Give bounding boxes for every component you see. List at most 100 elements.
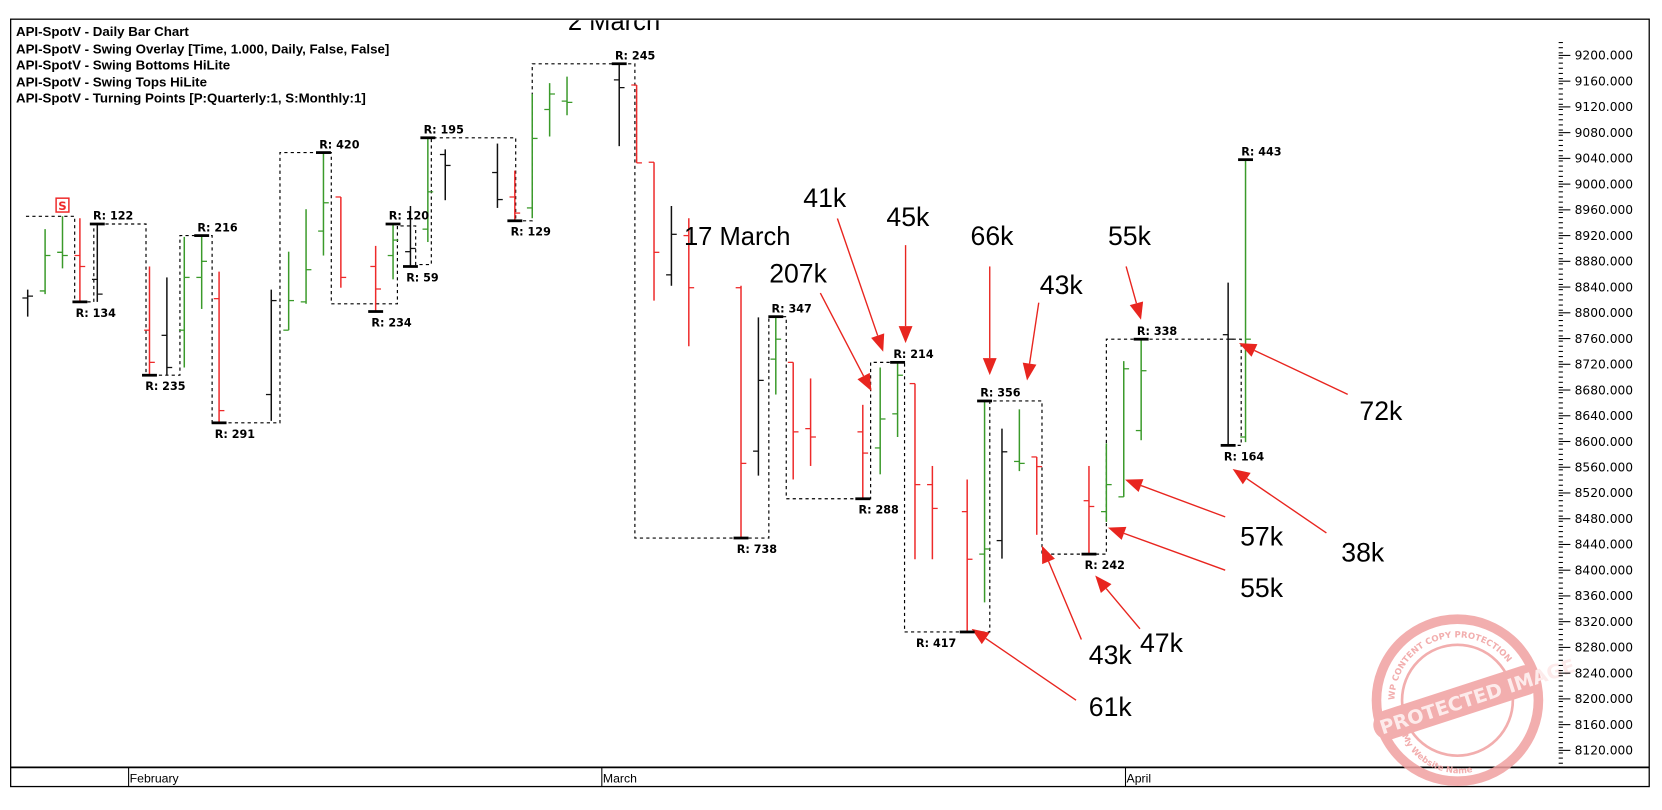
ohlc-bar	[161, 277, 173, 376]
stamp-outer-ring	[1371, 614, 1544, 787]
swing-bottom-label: R: 288	[859, 504, 899, 517]
y-tick-label: 8160.000	[1575, 718, 1633, 732]
x-month-label: February	[130, 771, 180, 785]
swing-top-label: R: 338	[1137, 325, 1177, 338]
ohlc-bar	[753, 317, 764, 476]
volume-annotation: 55k	[1108, 221, 1152, 320]
ohlc-bar	[1222, 282, 1234, 446]
swing-bottom-label: R: 417	[916, 637, 956, 650]
ohlc-bar	[874, 367, 886, 475]
swing-top-label: R: 122	[93, 210, 133, 223]
y-tick-label: 9120.000	[1575, 100, 1633, 114]
arrow-head-icon	[982, 358, 997, 376]
ohlc-bar	[300, 209, 312, 304]
date-note-17-march: 17 March	[684, 223, 791, 251]
ohlc-bar	[683, 218, 695, 347]
ohlc-bar	[961, 479, 973, 632]
y-tick-label: 8520.000	[1575, 486, 1633, 500]
y-tick-label: 9000.000	[1575, 177, 1633, 191]
volume-annotation-label: 41k	[803, 183, 847, 213]
ohlc-bar	[526, 94, 538, 219]
volume-annotation-label: 207k	[769, 258, 827, 288]
y-tick-label: 8120.000	[1575, 744, 1633, 758]
swing-bottom-label: R: 242	[1085, 559, 1125, 572]
y-tick-label: 8960.000	[1575, 203, 1633, 217]
y-tick-label: 9080.000	[1575, 126, 1633, 140]
arrow-shaft	[1105, 588, 1141, 630]
volume-annotation-label: 61k	[1089, 692, 1133, 722]
ohlc-bar	[335, 196, 347, 288]
swing-top-label: R: 347	[772, 302, 812, 315]
arrow-shaft	[1254, 349, 1349, 395]
volume-annotation-label: 43k	[1040, 270, 1084, 300]
arrow-shaft	[1246, 477, 1327, 534]
ohlc-bar	[1014, 409, 1025, 472]
signal-marker-box	[55, 197, 70, 213]
price-axis: 9200.0009160.0009120.0009080.0009040.000…	[1558, 42, 1633, 764]
legend-line: API-SpotV - Turning Points [P:Quarterly:…	[16, 90, 366, 105]
y-tick-label: 8640.000	[1575, 409, 1633, 423]
volume-annotation-label: 47k	[1140, 628, 1184, 658]
signal-marker-label: S	[58, 199, 66, 213]
ohlc-bar	[666, 205, 677, 286]
ohlc-bar	[544, 83, 555, 137]
ohlc-bar	[492, 143, 503, 208]
legend-line: API-SpotV - Swing Bottoms HiLite	[16, 57, 230, 72]
ohlc-bar	[613, 63, 625, 147]
legend-line: API-SpotV - Swing Overlay [Time, 1.000, …	[16, 41, 389, 56]
ohlc-bar	[1083, 465, 1095, 555]
legend-line: API-SpotV - Swing Tops HiLite	[16, 74, 207, 89]
y-tick-label: 8200.000	[1575, 692, 1633, 706]
ohlc-bar	[91, 224, 103, 302]
arrow-shaft	[1125, 266, 1138, 304]
arrow-shaft	[836, 218, 879, 336]
volume-annotation: 43k	[1022, 270, 1084, 381]
chart-legend: API-SpotV - Daily Bar Chart API-SpotV - …	[16, 24, 389, 105]
y-tick-label: 8360.000	[1575, 589, 1633, 603]
swing-bottom-label: R: 164	[1224, 450, 1264, 463]
arrow-head-icon	[1108, 526, 1127, 540]
arrow-head-icon	[1125, 479, 1144, 493]
volume-annotation: 57k	[1125, 479, 1284, 552]
volume-annotation: 72k	[1239, 343, 1403, 426]
y-tick-label: 8760.000	[1575, 332, 1633, 346]
swing-overlay	[25, 63, 1242, 633]
ohlc-bar	[439, 149, 451, 201]
swing-bottom-label: R: 129	[511, 226, 551, 239]
volume-annotation: 55k	[1108, 526, 1284, 603]
ohlc-bar	[283, 251, 294, 331]
arrow-shaft	[819, 292, 865, 377]
volume-annotation-label: 72k	[1359, 396, 1403, 426]
ohlc-bar	[927, 465, 938, 560]
legend-line: API-SpotV - Daily Bar Chart	[16, 24, 189, 39]
volume-annotation: 66k	[971, 221, 1014, 376]
ohlc-bar	[370, 245, 381, 312]
ohlc-bar	[996, 428, 1008, 559]
x-month-label: March	[603, 771, 637, 785]
y-tick-label: 8840.000	[1575, 280, 1633, 294]
swing-top-label: R: 195	[424, 124, 464, 137]
ohlc-bar	[770, 316, 782, 395]
volume-annotation: 43k	[1041, 545, 1132, 670]
ohlc-bar	[213, 271, 225, 423]
arrow-head-icon	[871, 333, 885, 352]
ohlc-bar	[805, 378, 816, 466]
swing-bottom-label: R: 291	[215, 428, 255, 441]
swing-bottom-label: R: 134	[76, 307, 116, 320]
ohlc-bar	[387, 224, 399, 280]
y-tick-label: 8880.000	[1575, 255, 1633, 269]
ohlc-bar	[1031, 456, 1043, 535]
ohlc-bar	[1118, 361, 1130, 498]
volume-annotation-label: 45k	[886, 202, 930, 232]
y-tick-label: 8800.000	[1575, 306, 1633, 320]
ohlc-bar	[265, 289, 277, 421]
volume-annotation: 47k	[1095, 575, 1184, 658]
swing-top-label: R: 245	[615, 50, 655, 63]
volume-annotation-label: 55k	[1240, 573, 1284, 603]
volume-annotation-label: 55k	[1108, 221, 1152, 251]
swing-overlay-line	[25, 63, 1242, 633]
ohlc-bar	[1135, 339, 1147, 441]
volume-annotation: 41k	[803, 183, 885, 352]
date-note-2-march: 2 March	[568, 8, 660, 36]
